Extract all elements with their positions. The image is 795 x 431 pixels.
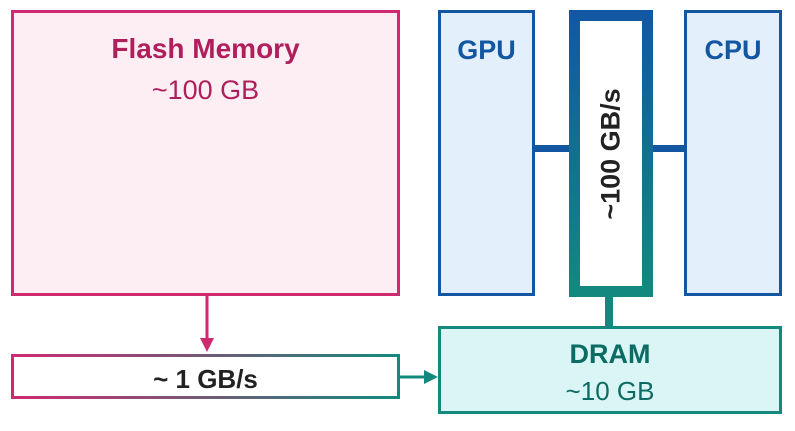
flash-down-arrow [200, 296, 214, 352]
cpu-bus-connector [653, 145, 684, 152]
bus-dram-connector [605, 297, 613, 326]
gpu-label: GPU [457, 35, 516, 65]
dram-title: DRAM [569, 339, 651, 369]
dram-size: ~10 GB [565, 376, 655, 406]
cpu-label: CPU [704, 35, 762, 65]
flash-memory-box: Flash Memory ~100 GB [11, 10, 400, 296]
gpu-box: GPU [438, 10, 535, 296]
flash-dram-bandwidth: ~ 1 GB/s [153, 364, 258, 394]
cpu-box: CPU [684, 10, 782, 296]
flash-memory-size: ~100 GB [151, 75, 260, 105]
link-to-dram-arrow [400, 370, 438, 384]
memory-bus-inner: ~100 GB/s [580, 21, 642, 286]
dram-box: DRAM ~10 GB [438, 326, 782, 414]
memory-bus-box: ~100 GB/s [569, 10, 653, 297]
flash-memory-title: Flash Memory [111, 33, 300, 64]
gpu-bus-connector [535, 145, 569, 152]
flash-dram-link-box: ~ 1 GB/s [11, 354, 400, 399]
